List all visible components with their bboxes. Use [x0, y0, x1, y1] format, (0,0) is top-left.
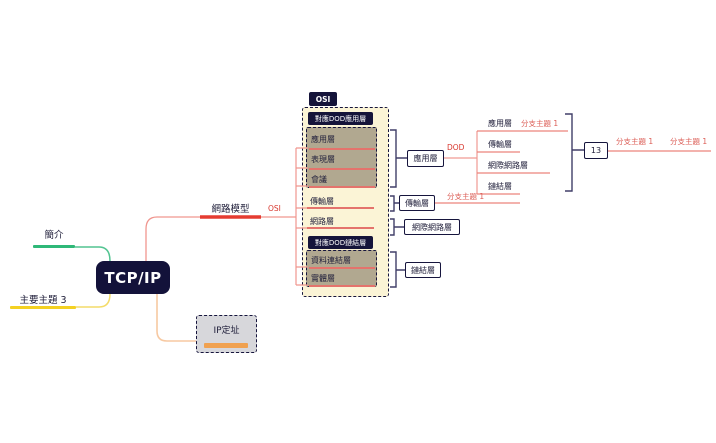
topic-main3[interactable]: 主要主題 3 [19, 295, 67, 306]
branch-topic-1-transport[interactable]: 分支主題 1 [447, 192, 485, 201]
float-topic-application[interactable]: 應用層 [407, 150, 444, 167]
bracket-link-group [390, 251, 405, 288]
header-dod-link[interactable]: 對應DOD鏈結層 [308, 236, 373, 249]
bracket-app-group [390, 129, 407, 188]
osi-frame-tab[interactable]: OSI [309, 92, 337, 106]
float-topic-transport[interactable]: 傳輸層 [399, 195, 435, 211]
branch-topic-1-app[interactable]: 分支主題 1 [521, 119, 559, 128]
topic-ip-addressing-box[interactable]: IP定址 [196, 315, 257, 353]
bracket-summary [565, 113, 584, 192]
osi-item-physical[interactable]: 實體層 [311, 274, 335, 283]
connector-topic3 [76, 293, 111, 308]
topic-ip-addressing[interactable]: IP定址 [213, 326, 240, 336]
dod-child-internet[interactable]: 網際網路層 [488, 161, 528, 170]
osi-item-presentation[interactable]: 表現層 [311, 155, 335, 164]
root-topic-tcpip[interactable]: TCP/IP [96, 261, 170, 294]
topic-main3-underline [10, 306, 76, 309]
float-topic-link[interactable]: 鏈結層 [405, 262, 441, 278]
dod-child-link[interactable]: 鏈結層 [488, 182, 512, 191]
osi-item-datalink[interactable]: 資料連結層 [311, 256, 351, 265]
osi-item-application-underline [309, 148, 375, 150]
branch-topic-1-summary[interactable]: 分支主題 1 [616, 137, 654, 146]
topic-intro[interactable]: 簡介 [44, 230, 64, 241]
osi-item-datalink-underline [309, 267, 375, 269]
branch-topic-1-summary-child[interactable]: 分支主題 1 [670, 137, 708, 146]
osi-item-presentation-underline [309, 168, 375, 170]
float-topic-summary-13[interactable]: 13 [584, 142, 608, 159]
bracket-transport [390, 195, 399, 212]
group-box-application[interactable]: 應用層 表現層 會議 [306, 127, 377, 188]
connector-intro [75, 246, 111, 262]
osi-item-transport-underline [307, 207, 374, 209]
connector-ip [156, 294, 196, 342]
osi-line-label[interactable]: OSI [268, 204, 281, 213]
header-dod-application[interactable]: 對應DOD應用層 [308, 112, 373, 125]
dod-child-application[interactable]: 應用層 [488, 119, 512, 128]
bracket-network [390, 218, 404, 236]
osi-item-transport[interactable]: 傳輸層 [310, 197, 334, 206]
osi-item-network[interactable]: 網路層 [310, 217, 334, 226]
topic-intro-underline [33, 245, 75, 248]
osi-item-network-underline [307, 227, 374, 229]
topic-network-model[interactable]: 網路模型 [211, 204, 250, 215]
dod-line-label[interactable]: DOD [447, 143, 465, 152]
float-topic-internet[interactable]: 網際網路層 [404, 219, 460, 235]
topic-ip-underline [204, 343, 248, 348]
osi-item-session-underline [309, 186, 375, 188]
group-box-link[interactable]: 資料連結層 實體層 [306, 250, 377, 287]
osi-item-physical-underline [309, 285, 375, 287]
connector-model [145, 216, 200, 261]
osi-item-session[interactable]: 會議 [311, 175, 327, 184]
dod-child-transport[interactable]: 傳輸層 [488, 140, 512, 149]
osi-item-application[interactable]: 應用層 [311, 135, 335, 144]
